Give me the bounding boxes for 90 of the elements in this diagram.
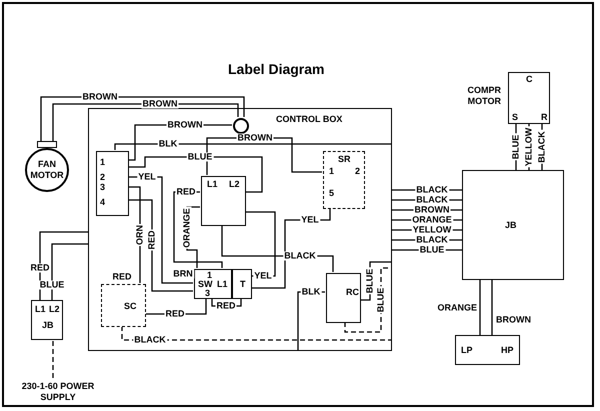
relay-box xyxy=(201,176,246,226)
wire xyxy=(128,176,193,284)
wire-label: BROWN xyxy=(414,206,450,214)
component-label: JB xyxy=(505,221,517,230)
wire-label: BROWN xyxy=(495,316,531,324)
component-label: 230-1-60 POWER SUPPLY xyxy=(20,380,96,404)
wire-label: RED xyxy=(216,302,236,310)
component-label: LP xyxy=(461,346,473,355)
component-label: RC xyxy=(346,288,359,297)
thermostat-box xyxy=(232,269,252,299)
component-label: L1 xyxy=(217,280,228,289)
junction-box xyxy=(462,170,564,280)
component-label: CONTROL BOX xyxy=(276,115,342,124)
switch-box xyxy=(194,269,232,299)
wire-label: ORANGE xyxy=(411,216,453,224)
capacitor-box xyxy=(101,284,146,327)
component-label: 1 xyxy=(207,271,212,280)
wire xyxy=(51,243,88,300)
component-label: 2 xyxy=(355,167,360,176)
wire-label: RED xyxy=(30,264,50,272)
component-label: 1 xyxy=(329,167,334,176)
wire-label: YEL xyxy=(253,272,273,280)
wire xyxy=(479,280,481,335)
wire-label: BLACK xyxy=(283,252,317,260)
wire xyxy=(121,326,392,341)
wire-label: BROWN xyxy=(142,100,178,108)
wire-label: BLACK xyxy=(133,336,167,344)
component-label: L2 xyxy=(49,305,60,314)
component-label: HP xyxy=(501,346,514,355)
wire-label: BROWN xyxy=(82,92,118,102)
wire-label: BLUE xyxy=(38,280,66,290)
component-label: 3 xyxy=(100,183,106,192)
wire xyxy=(52,340,54,378)
wire-label: BLACK xyxy=(538,130,546,164)
wire-label: BLUE xyxy=(376,286,386,314)
wire-label: BLK xyxy=(158,140,178,148)
wire-label: YEL xyxy=(137,172,157,182)
wire xyxy=(128,199,193,292)
wire xyxy=(251,208,331,289)
capacitor-box xyxy=(326,273,361,323)
wire-label: BLUE xyxy=(418,246,446,254)
wire-label: RED xyxy=(112,272,132,282)
wire-label: ORANGE xyxy=(182,207,192,249)
component-label: S xyxy=(512,113,518,122)
wire-label: BROWN xyxy=(236,134,274,142)
component-label: SC xyxy=(124,302,137,311)
component-label: COMPR MOTOR xyxy=(466,85,501,108)
wire-label: BLK xyxy=(300,288,322,296)
component-label: T xyxy=(240,280,246,289)
junction-box xyxy=(31,300,63,340)
wire-label: BLACK xyxy=(415,236,449,244)
wire xyxy=(297,291,325,351)
wire-label: YELLOW xyxy=(412,226,452,234)
wire-label: ORN xyxy=(136,224,144,246)
component-label: L1 xyxy=(207,180,218,189)
component-label: C xyxy=(526,75,532,84)
component-label: 3 xyxy=(205,289,210,298)
component-label: SR xyxy=(338,155,351,164)
component-label: 5 xyxy=(329,189,334,198)
wire xyxy=(491,280,493,335)
component-label: L1 xyxy=(35,305,46,314)
relay-box xyxy=(323,151,365,209)
wire-label: BLACK xyxy=(415,196,449,204)
pressure-switch-box xyxy=(455,335,520,365)
fan-switch-box xyxy=(96,151,129,216)
wire-label: BRN xyxy=(172,270,194,278)
wire-label: BROWN xyxy=(166,120,204,130)
wire-label: BLUE xyxy=(186,152,214,162)
wire-label: RED xyxy=(176,188,196,196)
wire-label: BLACK xyxy=(415,186,449,194)
wire-label: BLUE xyxy=(512,134,520,160)
wire xyxy=(173,191,223,268)
wire-label: YELLOW xyxy=(524,126,534,168)
component-label: SW xyxy=(198,280,212,289)
wire xyxy=(39,231,88,300)
wire-label: RED xyxy=(148,230,156,250)
component-label: JB xyxy=(42,321,54,330)
wire xyxy=(245,211,276,277)
wire-label: ORANGE xyxy=(437,304,478,312)
wire-label: YEL xyxy=(300,216,320,224)
component-label: 1 xyxy=(100,158,106,167)
component-label: L2 xyxy=(229,180,240,189)
component-label: 4 xyxy=(100,198,106,207)
wire-label: BLUE xyxy=(366,268,374,294)
wire xyxy=(114,143,392,150)
control-box xyxy=(88,108,392,351)
wire-label: RED xyxy=(164,310,186,318)
component-label: R xyxy=(541,113,548,122)
component-label: 2 xyxy=(100,173,106,182)
diagram-title: Label Diagram xyxy=(228,62,324,76)
